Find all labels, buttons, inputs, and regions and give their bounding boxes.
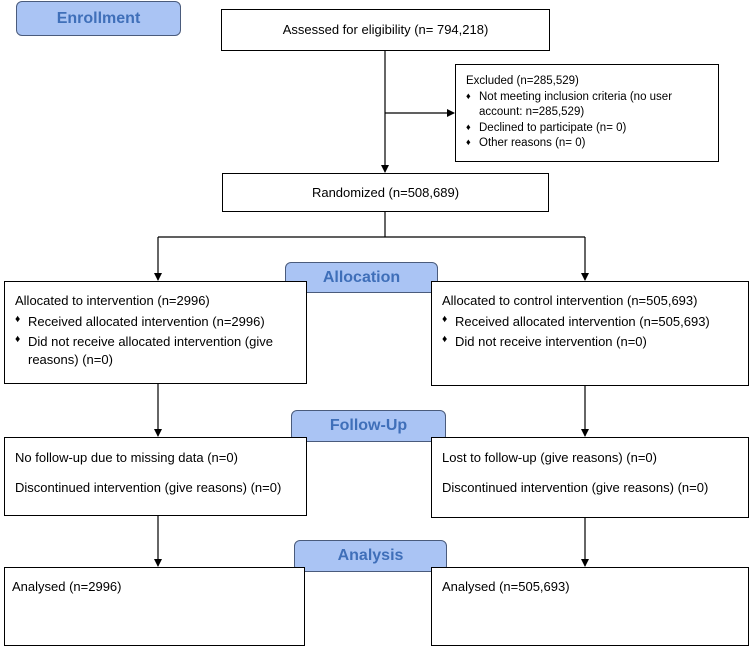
allocation-intervention-item: Did not receive allocated intervention (… (15, 333, 298, 368)
followup-control-discontinued: Discontinued intervention (give reasons)… (442, 479, 709, 495)
allocation-intervention-title: Allocated to intervention (n=2996) (15, 293, 210, 308)
excluded-item: Declined to participate (n= 0) (466, 121, 710, 137)
analysis-intervention-text: Analysed (n=2996) (12, 579, 122, 594)
excluded-item: Other reasons (n= 0) (466, 136, 710, 152)
followup-intervention-box: No follow-up due to missing data (n=0) D… (4, 437, 307, 516)
followup-intervention-missing: No follow-up due to missing data (n=0) (15, 450, 238, 465)
stage-followup: Follow-Up (291, 410, 446, 442)
followup-control-lost: Lost to follow-up (give reasons) (n=0) (442, 450, 657, 465)
allocation-intervention-item: Received allocated intervention (n=2996) (15, 313, 298, 331)
allocation-control-title: Allocated to control intervention (n=505… (442, 293, 698, 308)
allocation-intervention-box: Allocated to intervention (n=2996) Recei… (4, 281, 307, 384)
excluded-title: Excluded (n=285,529) (466, 75, 579, 87)
followup-control-box: Lost to follow-up (give reasons) (n=0) D… (431, 437, 749, 518)
excluded-item: Not meeting inclusion criteria (no user … (466, 90, 710, 121)
randomized-box: Randomized (n=508,689) (222, 173, 549, 212)
analysis-control-box: Analysed (n=505,693) (431, 567, 749, 646)
excluded-box: Excluded (n=285,529) Not meeting inclusi… (455, 64, 719, 162)
stage-enrollment: Enrollment (16, 1, 181, 36)
stage-analysis: Analysis (294, 540, 447, 572)
stage-allocation: Allocation (285, 262, 438, 293)
analysis-control-text: Analysed (n=505,693) (442, 579, 570, 594)
randomized-text: Randomized (n=508,689) (311, 184, 460, 200)
allocation-control-box: Allocated to control intervention (n=505… (431, 281, 749, 386)
allocation-control-item: Did not receive intervention (n=0) (442, 333, 740, 351)
analysis-intervention-box: Analysed (n=2996) (4, 567, 305, 646)
assessed-text: Assessed for eligibility (n= 794,218) (282, 22, 489, 38)
allocation-control-item: Received allocated intervention (n=505,6… (442, 313, 740, 331)
assessed-box: Assessed for eligibility (n= 794,218) (221, 9, 550, 51)
followup-intervention-discontinued: Discontinued intervention (give reasons)… (15, 479, 282, 495)
